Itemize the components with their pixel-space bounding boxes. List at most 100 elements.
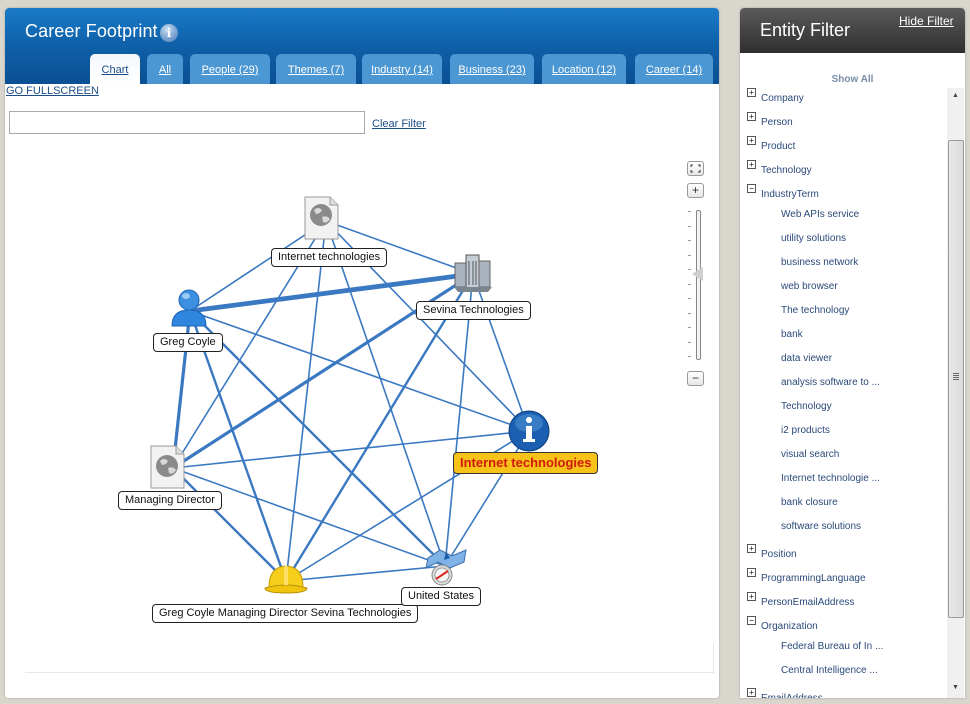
tree-label: Web APIs service (781, 209, 860, 220)
graph-edge (172, 467, 446, 567)
hide-filter-link[interactable]: Hide Filter (899, 14, 954, 28)
expand-icon[interactable]: + (747, 112, 756, 121)
graph-edge (472, 273, 530, 432)
collapse-icon[interactable]: − (747, 184, 756, 193)
graph-edge (325, 220, 474, 275)
fit-screen-icon (690, 164, 701, 173)
selected-node-label[interactable]: Internet technologies (453, 452, 599, 474)
zoom-tick (688, 269, 691, 270)
node-label[interactable]: Greg Coyle (153, 333, 223, 352)
graph-edge (189, 310, 530, 432)
map-compass-icon[interactable] (422, 544, 470, 588)
zoom-tick (688, 312, 691, 314)
tree-label: ProgrammingLanguage (761, 573, 866, 584)
tree-label: Company (761, 93, 804, 104)
document-globe-icon[interactable] (302, 195, 342, 241)
tree-scrollbar[interactable]: ▲ ▼ (947, 88, 964, 698)
zoom-tick (688, 356, 691, 357)
zoom-tick (688, 225, 691, 227)
show-all-link[interactable]: Show All (831, 74, 874, 85)
expand-icon[interactable]: + (747, 568, 756, 577)
expand-icon[interactable]: + (747, 544, 756, 553)
zoom-in-button[interactable]: + (687, 183, 704, 198)
tree-label: web browser (781, 281, 838, 292)
graph-edge (285, 220, 327, 582)
graph-edge (172, 430, 530, 469)
node-label[interactable]: Greg Coyle Managing Director Sevina Tech… (152, 604, 419, 623)
tree-label: The technology (781, 305, 850, 316)
tab-location[interactable]: Location (12) (542, 54, 626, 84)
tree-label: data viewer (781, 353, 833, 364)
node-label[interactable]: United States (401, 587, 482, 606)
person-icon[interactable] (168, 288, 212, 332)
tree-label: utility solutions (781, 233, 847, 244)
go-fullscreen-link[interactable]: GO FULLSCREEN (6, 85, 99, 97)
entity-tree: +Company+Person+Product+Technology−Indus… (740, 88, 946, 698)
expand-icon[interactable]: + (747, 88, 756, 97)
tree-label: Product (761, 141, 796, 152)
tab-people[interactable]: People (29) (190, 54, 270, 84)
tree-label: Organization (761, 621, 818, 632)
graph-edge (189, 310, 446, 567)
tab-all[interactable]: All (147, 54, 183, 84)
zoom-slider-track[interactable] (696, 210, 701, 360)
network-graph: Internet technologies Sevina Technologie… (5, 8, 719, 698)
tree-label: Person (761, 117, 793, 128)
hardhat-icon[interactable] (263, 561, 309, 597)
expand-icon[interactable]: + (747, 592, 756, 601)
tree-label: Internet technologie ... (781, 473, 880, 484)
expand-icon[interactable]: + (747, 136, 756, 145)
tab-career[interactable]: Career (14) (635, 54, 713, 84)
page-title: Career Footprint (25, 21, 158, 41)
graph-edge (444, 273, 474, 567)
fit-screen-button[interactable] (687, 161, 704, 176)
divider (713, 644, 714, 674)
tree-label: Technology (761, 165, 812, 176)
zoom-tick (688, 298, 691, 299)
filter-input[interactable] (9, 111, 365, 134)
node-label[interactable]: Sevina Technologies (416, 301, 531, 320)
graph-edge (325, 220, 446, 567)
graph-edge (189, 271, 474, 314)
tree-label: i2 products (781, 425, 830, 436)
zoom-slider-thumb[interactable] (692, 267, 703, 281)
zoom-tick (688, 240, 691, 241)
tree-label: Federal Bureau of In ... (781, 641, 884, 652)
node-label[interactable]: Managing Director (118, 491, 222, 510)
tree-label: software solutions (781, 521, 862, 532)
document-globe-icon[interactable] (148, 444, 188, 490)
tab-business[interactable]: Business (23) (450, 54, 534, 84)
scroll-up-arrow-icon[interactable]: ▲ (952, 92, 959, 99)
buildings-icon[interactable] (452, 251, 494, 293)
tree-label: PersonEmailAddress (761, 597, 855, 608)
scroll-down-arrow-icon[interactable]: ▼ (952, 684, 959, 691)
tree-label: IndustryTerm (761, 189, 819, 200)
tree-label: EmailAddress (761, 693, 823, 698)
zoom-tick (688, 211, 691, 212)
panel-header: Career Footprint i Chart All People (29)… (5, 8, 719, 84)
tree-label: bank closure (781, 497, 838, 508)
tree-label: analysis software to ... (781, 377, 880, 388)
zoom-out-button[interactable]: − (687, 371, 704, 386)
graph-edge (285, 565, 446, 582)
filter-header: Entity Filter Hide Filter (740, 8, 965, 53)
divider (25, 672, 715, 673)
tree-label: visual search (781, 449, 840, 460)
expand-icon[interactable]: + (747, 160, 756, 169)
tab-themes[interactable]: Themes (7) (276, 54, 356, 84)
tree-label: Central Intelligence ... (781, 665, 878, 676)
info-circle-icon[interactable] (507, 409, 551, 453)
expand-icon[interactable]: + (747, 688, 756, 697)
graph-edge (172, 467, 287, 582)
filter-title: Entity Filter (760, 20, 851, 40)
career-footprint-panel: Career Footprint i Chart All People (29)… (5, 8, 719, 698)
tab-industry[interactable]: Industry (14) (362, 54, 442, 84)
node-label[interactable]: Internet technologies (271, 248, 388, 267)
info-icon[interactable]: i (160, 24, 178, 42)
tree-label: Position (761, 549, 797, 560)
clear-filter-link[interactable]: Clear Filter (372, 118, 426, 130)
tree-label: Technology (781, 401, 832, 412)
collapse-icon[interactable]: − (747, 616, 756, 625)
tab-chart[interactable]: Chart (90, 54, 140, 84)
scroll-thumb[interactable] (948, 140, 964, 618)
